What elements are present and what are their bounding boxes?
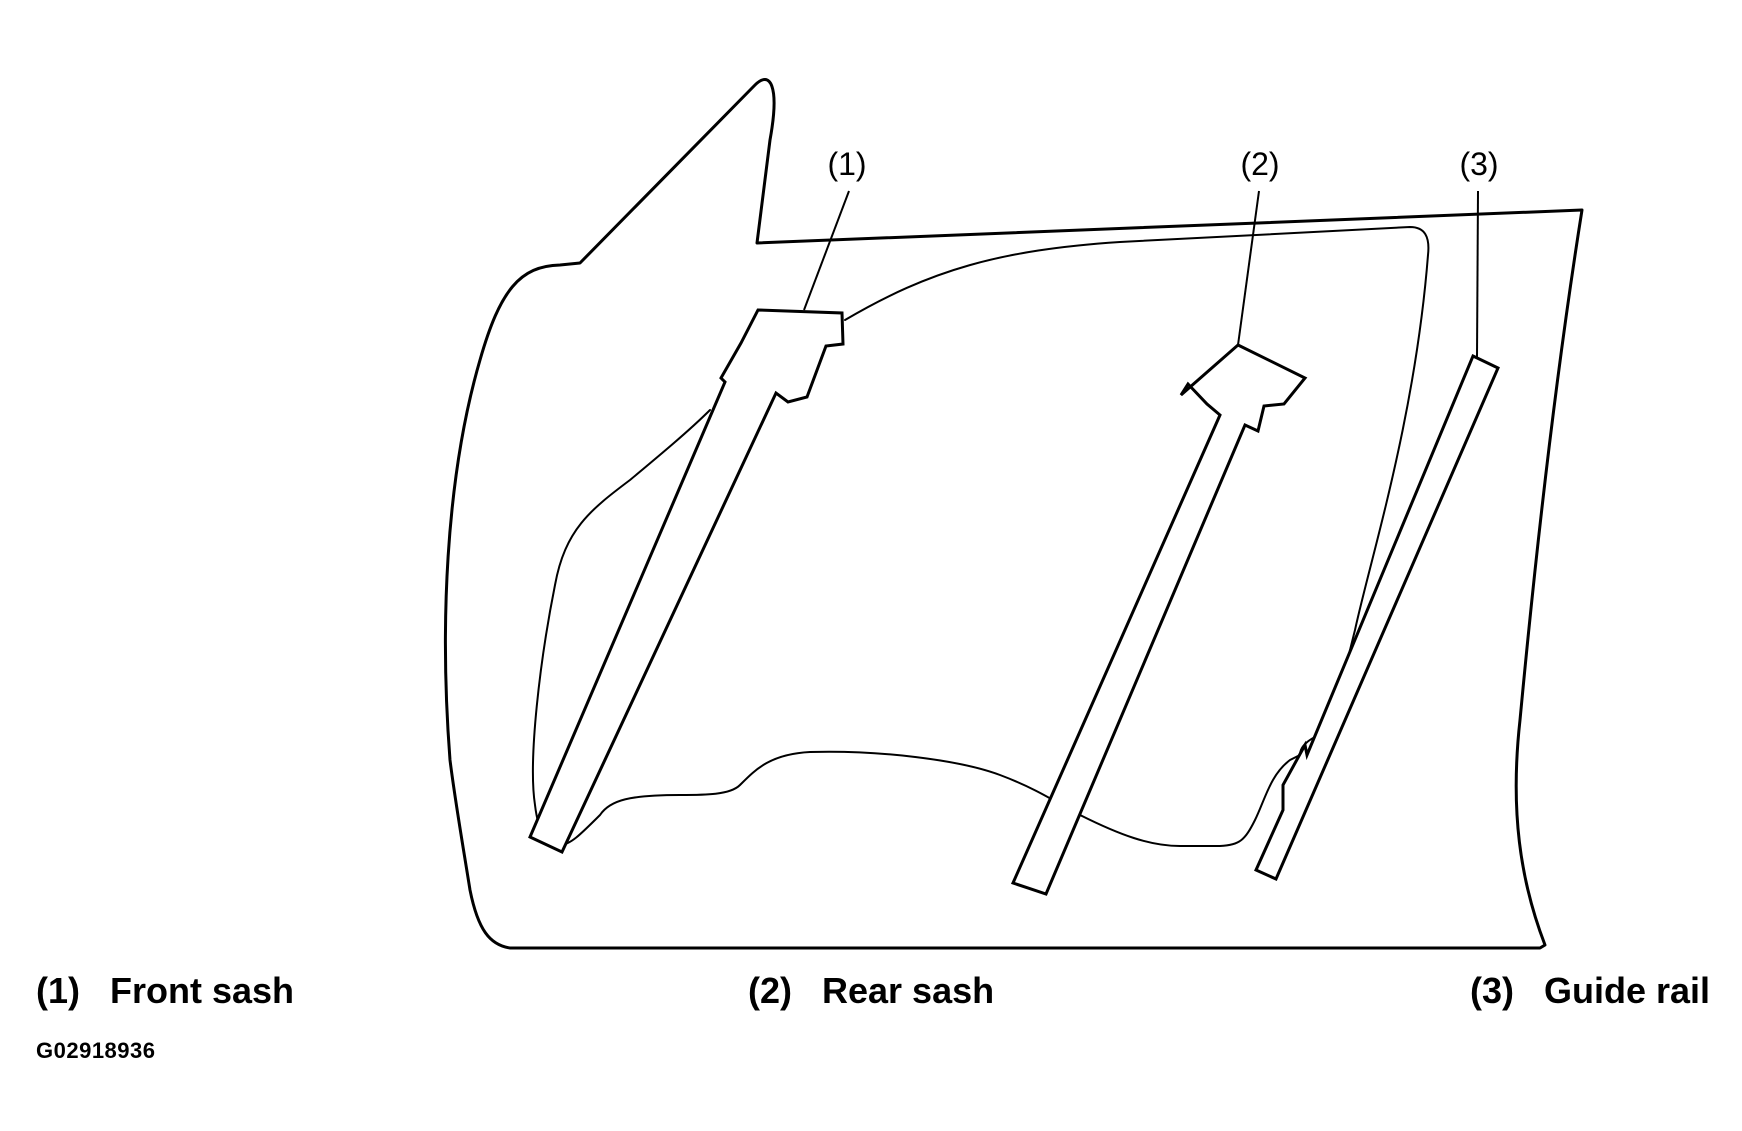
callout-1-leader	[803, 190, 850, 311]
figure-id: G02918936	[36, 1038, 156, 1063]
callout-3-leader	[1476, 190, 1479, 358]
callout-2-leader	[1237, 190, 1260, 346]
rear-sash	[1010, 343, 1308, 896]
callout-2-label: (2)	[1240, 146, 1279, 182]
legend-label: Rear sash	[822, 970, 995, 1011]
door-outline	[443, 78, 1584, 950]
legend-label: Guide rail	[1544, 970, 1711, 1011]
legend-label: Front sash	[110, 970, 295, 1011]
legend-item-guide-rail: (3) Guide rail	[1470, 970, 1710, 1012]
legend-item-front-sash: (1) Front sash	[36, 970, 294, 1012]
front-sash	[528, 308, 845, 854]
legend-number: (1)	[36, 970, 80, 1011]
legend-item-rear-sash: (2) Rear sash	[748, 970, 994, 1012]
guide-rail	[1254, 353, 1500, 881]
callout-3-label: (3)	[1459, 146, 1498, 182]
legend-number: (2)	[748, 970, 792, 1011]
legend-number: (3)	[1470, 970, 1514, 1011]
callout-1-label: (1)	[827, 146, 866, 182]
